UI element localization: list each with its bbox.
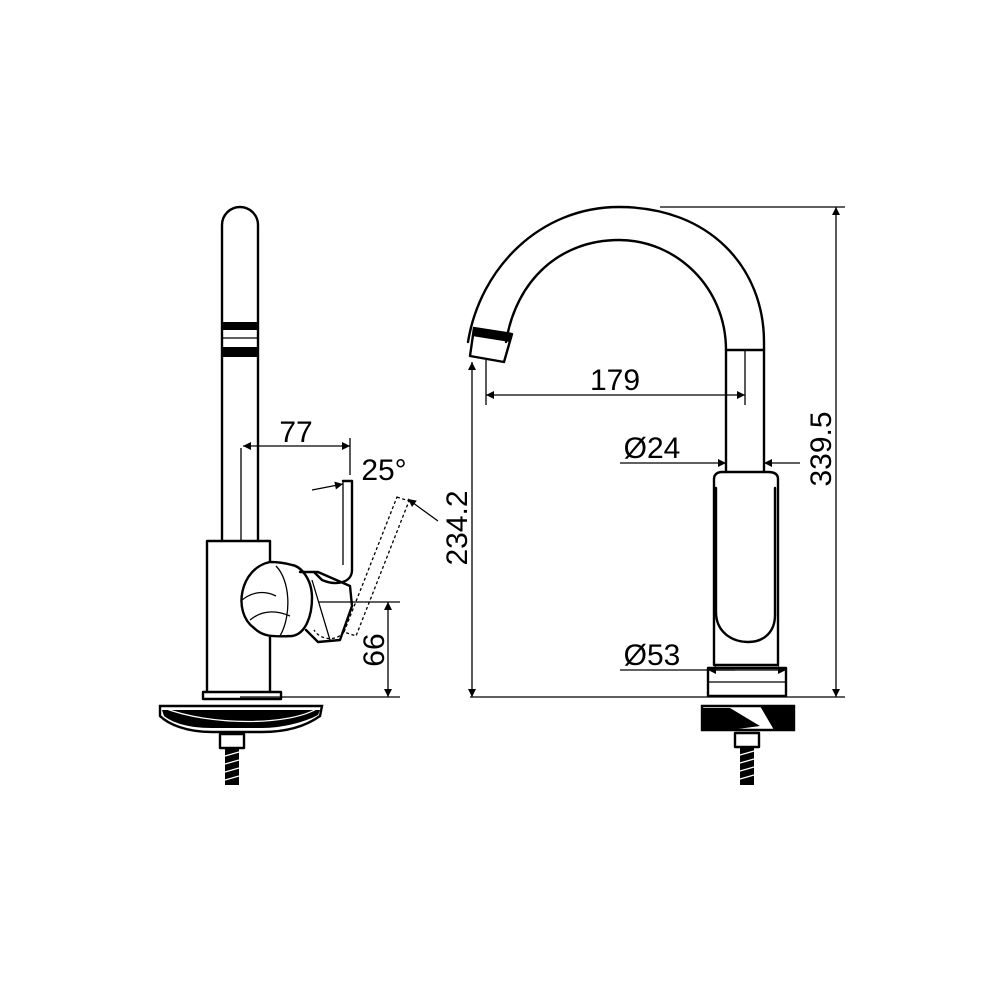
side-lever [312,479,354,585]
side-lever-tilted [343,496,410,637]
dim-66-label: 66 [358,633,391,666]
dim-24-label: Ø24 [624,432,681,465]
dim-77-label: 77 [279,416,312,449]
side-base-ring [201,690,283,701]
side-aerator-band [222,322,258,330]
side-spout-tube [220,205,260,543]
side-mount-nut [218,732,246,750]
front-gooseneck-spout [466,205,766,474]
front-outlet-nozzle [468,326,514,364]
dim-234-label: 234.2 [441,490,474,565]
side-handle-hub [298,570,354,644]
side-view: 77 25° 66 [158,205,439,785]
side-body [205,539,272,694]
side-threaded-rod [225,748,239,785]
dim-25-leader-left [311,481,344,491]
dim-53-label: Ø53 [624,639,681,672]
front-view: 179 Ø24 Ø53 234.2 339.5 [441,205,845,785]
side-cartridge-dome [240,560,314,638]
dim-179-label: 179 [590,364,640,397]
dim-339-label: 339.5 [805,411,838,486]
dim-25-leader-right [407,498,439,522]
front-body [712,470,780,667]
dim-25-label: 25° [361,454,406,487]
front-body-window [714,486,777,644]
